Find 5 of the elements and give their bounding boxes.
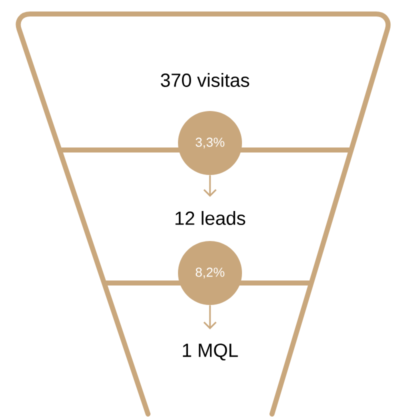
arrow (203, 175, 217, 197)
stage-label: 1 MQL (182, 344, 238, 360)
arrow (203, 305, 217, 330)
stage-label: 370 visitas (160, 73, 250, 87)
stage-label: 12 leads (176, 211, 246, 225)
